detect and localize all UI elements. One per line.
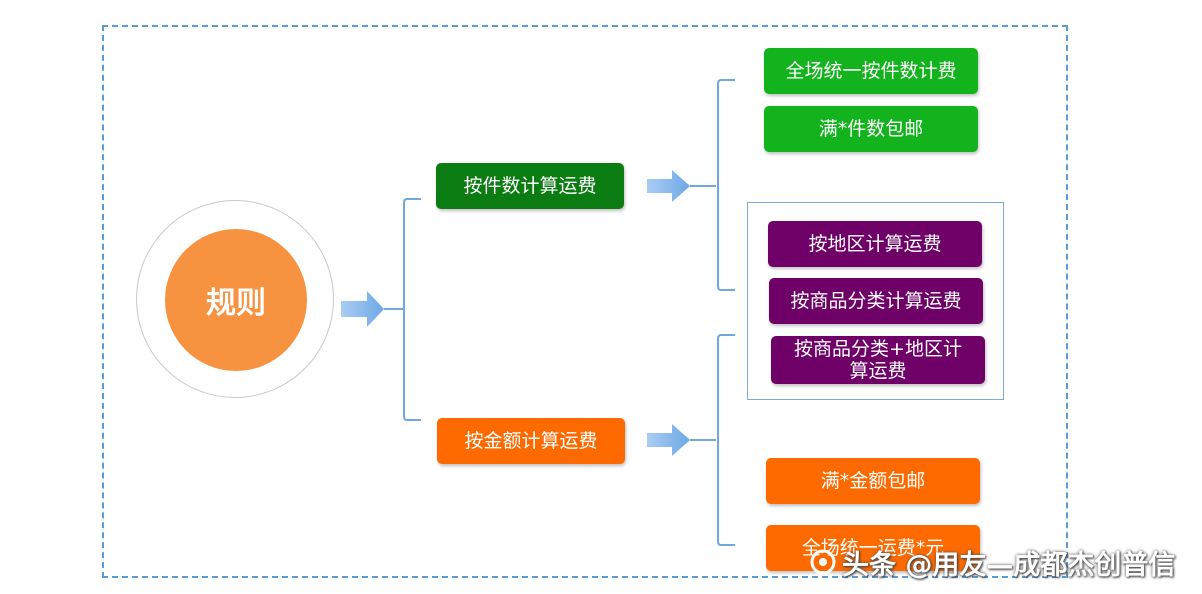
shared-by-category-and-region: 按商品分类+地区计算运费 [771,336,985,384]
watermark-text: 头条 @用友—成都杰创普信 [842,549,1176,581]
branch-count-bracket [690,79,735,291]
amount-child-free-shipping: 满*金额包邮 [766,458,980,504]
count-child-free-shipping: 满*件数包邮 [764,106,978,152]
shared-by-category: 按商品分类计算运费 [769,278,983,324]
shared-by-region: 按地区计算运费 [768,221,982,267]
branch-amount-bracket [690,334,735,546]
root-arrow [341,291,384,327]
watermark: 头条 @用友—成都杰创普信 [810,541,1175,583]
root-bracket [384,198,421,421]
root-node: 规则 [165,229,307,371]
branch-count-arrow [647,170,690,202]
watermark-logo-icon [810,549,836,575]
amount-child-uniform-fee: 全场统一运费*元 [766,525,980,571]
shared-rules-group [747,202,1004,400]
branch-amount-arrow [647,424,690,456]
count-child-uniform: 全场统一按件数计费 [764,48,978,94]
diagram-frame [102,25,1068,578]
branch-amount-node: 按金额计算运费 [437,418,625,464]
branch-count-node: 按件数计算运费 [436,163,624,209]
